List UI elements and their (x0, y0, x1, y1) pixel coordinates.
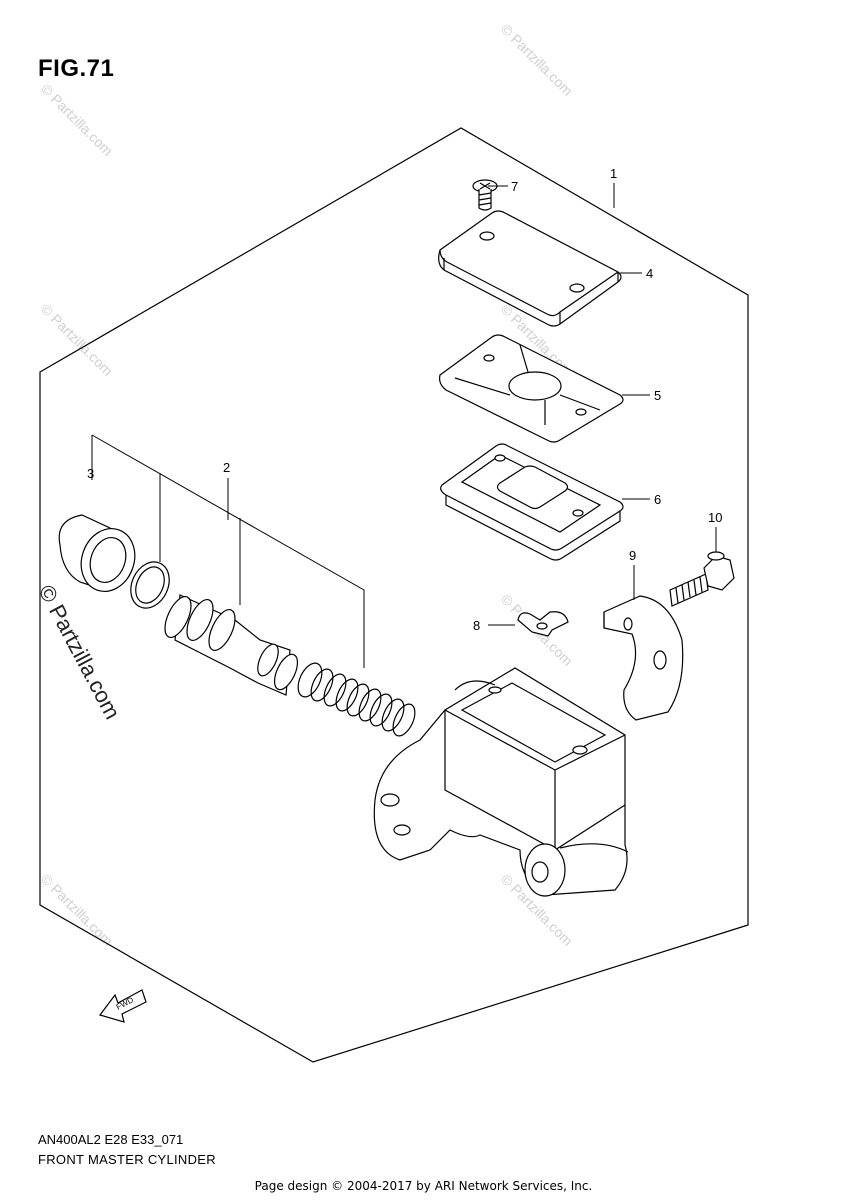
return-spring (297, 662, 416, 737)
callout-4: 4 (646, 266, 653, 281)
diagram-name: FRONT MASTER CYLINDER (38, 1152, 216, 1167)
part-9-holder-clamp (603, 595, 684, 721)
part-2-piston (164, 594, 299, 696)
watermark: © Partzilla.com (498, 21, 576, 99)
part-7-screw (472, 179, 498, 211)
callout-1: 1 (610, 166, 617, 181)
part-5-diaphragm-plate (439, 334, 624, 443)
callout-2: 2 (223, 460, 230, 475)
part-3-dust-boot (58, 514, 136, 592)
part-10-bolt (669, 551, 735, 607)
callout-9: 9 (629, 548, 636, 563)
leader-lines (91, 183, 717, 668)
fwd-arrow: FWD (99, 989, 147, 1023)
callouts: 1 7 4 5 6 10 9 8 3 2 (87, 166, 722, 633)
callout-10: 10 (708, 510, 722, 525)
callout-7: 7 (511, 179, 518, 194)
circlip (130, 561, 170, 609)
diagram-code: AN400AL2 E28 E33_071 (38, 1132, 184, 1147)
copyright-notice: Page design © 2004-2017 by ARI Network S… (254, 1179, 593, 1193)
watermark: © Partzilla.com (38, 81, 116, 159)
callout-6: 6 (654, 492, 661, 507)
part-4-reservoir-cap (438, 210, 622, 327)
master-cylinder-body (373, 667, 629, 897)
figure-title: FIG.71 (38, 55, 115, 82)
watermark-large: © Partzilla.com (34, 581, 126, 724)
assembly-outline (39, 127, 749, 1063)
part-6-diaphragm (440, 443, 624, 561)
callout-8: 8 (473, 618, 480, 633)
callout-5: 5 (654, 388, 661, 403)
part-8-cap-nut (517, 611, 569, 637)
callout-3: 3 (87, 466, 94, 481)
